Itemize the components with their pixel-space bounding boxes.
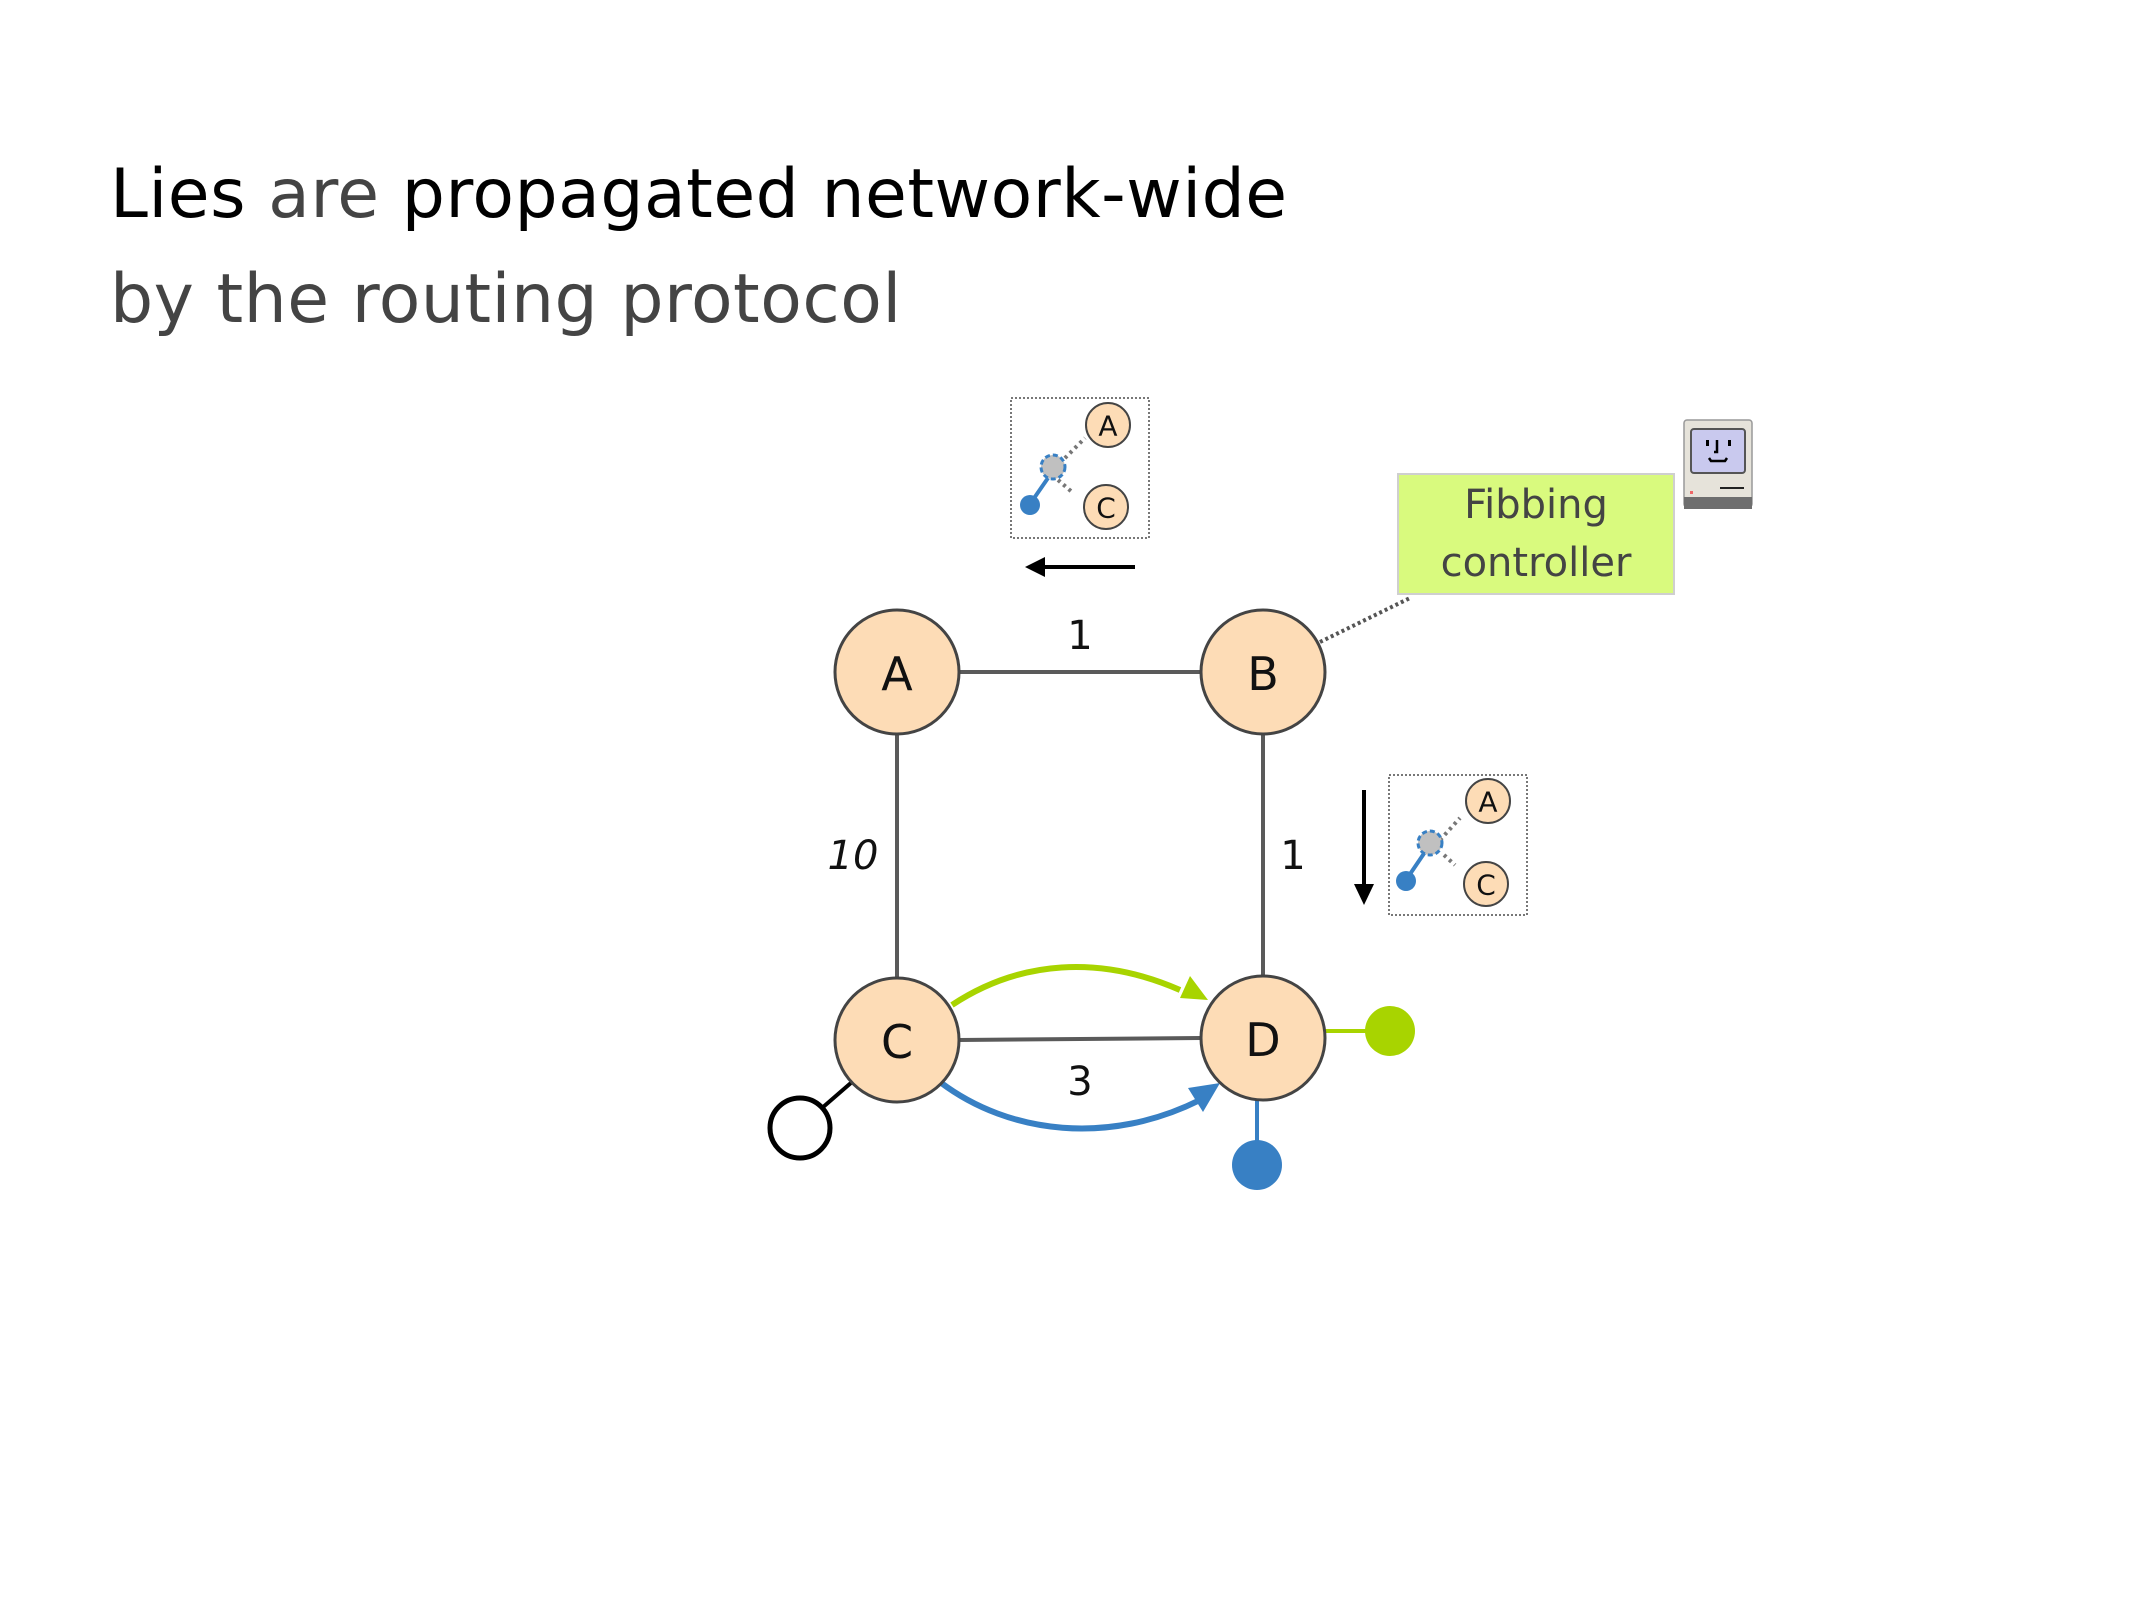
green-path-arrow [950, 964, 1182, 1008]
fake-node [1039, 453, 1067, 481]
weight-a-c: 10 [828, 833, 879, 879]
blue-arrowhead [1188, 1083, 1220, 1112]
title-rest: propagated network-wide [401, 155, 1288, 234]
stub-c-open [820, 1080, 854, 1110]
lie-right-label-c: C [1476, 869, 1496, 902]
node-b[interactable]: B [1199, 608, 1327, 736]
fake-node [1416, 829, 1444, 857]
weight-b-d: 1 [1280, 833, 1305, 879]
weight-c-d: 3 [1067, 1059, 1092, 1105]
node-c-label: C [881, 1015, 913, 1069]
controller-link [1319, 596, 1411, 644]
title-word-lies: Lies [110, 155, 247, 234]
arrow-left-icon [1025, 557, 1135, 577]
node-b-label: B [1247, 647, 1279, 701]
lie-top-label-c: C [1096, 492, 1116, 525]
node-a-label: A [881, 647, 913, 701]
open-endpoint-circle [767, 1095, 833, 1161]
controller-line2: controller [1440, 540, 1632, 586]
slide-title-line2: by the routing protocol [110, 260, 902, 339]
node-a[interactable]: A [833, 608, 961, 736]
slide-title-line1: Lies are propagated network-wide [110, 155, 1288, 234]
link-c-d [958, 1036, 1202, 1042]
node-d[interactable]: D [1199, 974, 1327, 1102]
node-d-label: D [1245, 1013, 1280, 1067]
green-destination-dot [1365, 1006, 1415, 1056]
weight-a-b: 1 [1067, 613, 1092, 659]
blue-destination-dot [1232, 1140, 1282, 1190]
lie-right-label-a: A [1478, 786, 1497, 819]
title-word-are: are [268, 155, 380, 234]
lie-top-label-a: A [1098, 410, 1117, 443]
arrow-down-icon [1354, 790, 1374, 905]
controller-line1: Fibbing [1464, 482, 1608, 528]
green-arrowhead [1180, 976, 1208, 1000]
lie-message-right: A C [1388, 774, 1528, 916]
node-c[interactable]: C [833, 976, 961, 1104]
lie-message-top: A C [1010, 397, 1150, 539]
blue-path-arrow [938, 1079, 1202, 1132]
fibbing-controller-label[interactable]: Fibbing controller [1397, 473, 1675, 595]
